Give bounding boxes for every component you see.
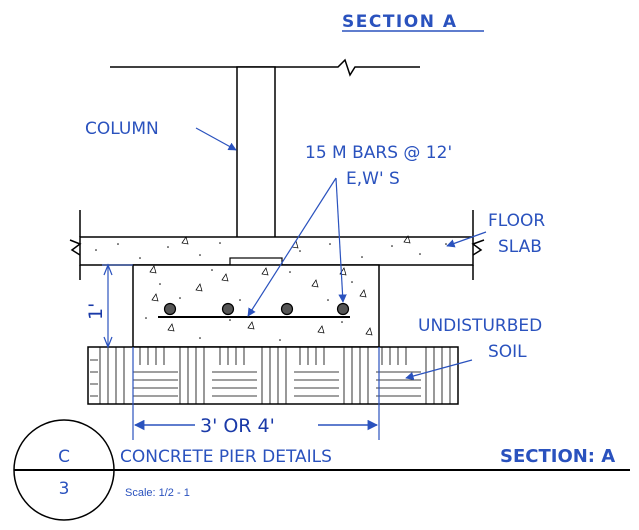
floor-slab-leader: [446, 231, 487, 248]
undisturbed-soil-leader: [405, 359, 473, 381]
floor-slab-label-line1: FLOOR: [488, 211, 545, 231]
height-dimension-label: 1': [85, 303, 107, 320]
rebar-dot: [336, 302, 350, 316]
drawing-title-section: SECTION: A: [500, 446, 615, 467]
bars-label-line2: E,W' S: [346, 169, 400, 189]
bars-leader-to-bar: [247, 177, 337, 317]
undisturbed-soil-label-line1: UNDISTURBED: [418, 316, 542, 336]
height-arrow-bottom: [103, 336, 113, 349]
slab-stipple: [95, 235, 447, 259]
height-arrow-top: [103, 263, 113, 276]
pier-dot-stipple: [145, 269, 353, 341]
scale-note: Scale: 1/2 - 1: [125, 487, 190, 499]
slab-left-break: [69, 239, 82, 256]
beam-line-with-break: [110, 58, 420, 77]
rebar-dot: [280, 302, 294, 316]
undisturbed-soil-base: [87, 346, 459, 405]
rebar-dot: [163, 302, 177, 316]
bars-label-line1: 15 M BARS @ 12': [305, 143, 452, 163]
sheet-number: 3: [59, 479, 70, 499]
soil-hatch-pattern: [90, 347, 451, 404]
bars-leader-to-dot: [335, 177, 347, 303]
column: [236, 66, 276, 261]
column-base-plate: [229, 257, 283, 266]
column-label: COLUMN: [85, 119, 159, 139]
width-dimension-label: 3' OR 4': [200, 415, 275, 437]
pier-aggregate-stipple: [149, 265, 373, 336]
section-title: SECTION A: [342, 12, 458, 32]
undisturbed-soil-label-line2: SOIL: [488, 342, 527, 362]
floor-slab-label-line2: SLAB: [498, 237, 542, 257]
column-leader: [195, 127, 237, 151]
rebar-dot: [221, 302, 235, 316]
drawing-title: CONCRETE PIER DETAILS: [120, 447, 332, 467]
detail-letter: C: [58, 447, 70, 467]
slab-right-break: [471, 239, 485, 256]
